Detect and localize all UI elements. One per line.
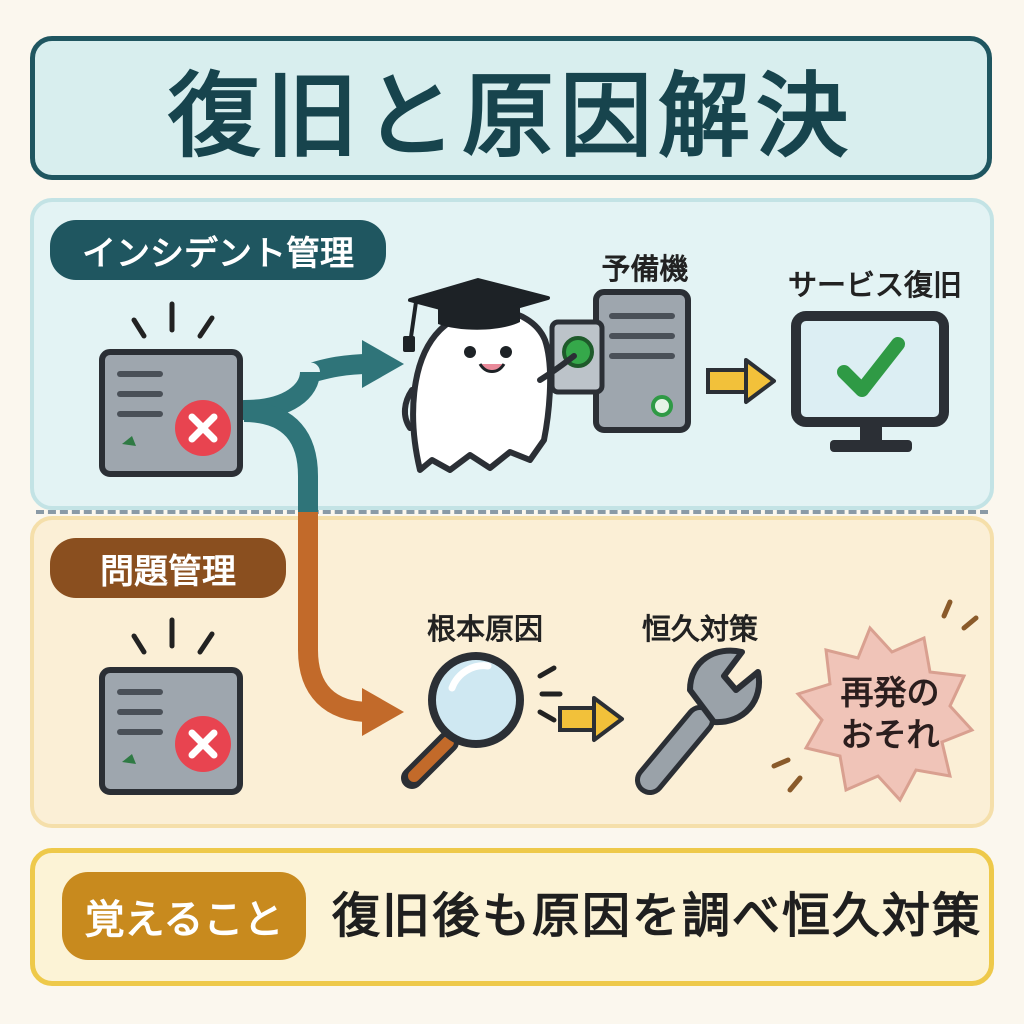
wrench-icon	[635, 647, 763, 795]
incident-tag: インシデント管理	[50, 220, 386, 280]
root-cause-label: 根本原因	[426, 612, 543, 646]
flow-arrow-problem	[298, 512, 371, 722]
remember-text: 復旧後も原因を調べ恒久対策	[332, 888, 983, 944]
warning-burst-icon	[771, 599, 979, 803]
backup-server-icon	[549, 289, 691, 433]
flow-arrowhead-incident	[362, 340, 404, 388]
arrow-right-icon	[706, 358, 776, 404]
permanent-fix-label: 恒久対策	[641, 612, 758, 646]
monitor-check-icon	[791, 311, 949, 452]
problem-tag: 問題管理	[50, 538, 286, 598]
magnifying-glass-icon	[401, 652, 563, 789]
remember-tag: 覚えること	[62, 872, 306, 960]
remember-box	[30, 848, 994, 986]
flow-arrowhead-problem	[362, 688, 404, 736]
title-banner: 復旧と原因解決	[30, 36, 992, 180]
backup-server-label: 予備機	[601, 252, 689, 286]
section-divider	[36, 510, 988, 514]
arrow-right-icon	[558, 696, 624, 742]
server-error-icon	[99, 617, 243, 795]
page-title: 復旧と原因解決	[167, 62, 854, 170]
flow-line-split	[243, 402, 318, 512]
server-error-icon	[99, 301, 243, 477]
recurrence-risk-line2: おそれ	[840, 715, 940, 754]
recurrence-risk-line1: 再発の	[840, 673, 940, 712]
ghost-graduate-icon	[402, 278, 577, 473]
service-restore-label: サービス復旧	[787, 268, 962, 302]
flow-arrow-incident	[234, 354, 380, 420]
recurrence-risk-label: 再発の おそれ	[800, 672, 980, 756]
